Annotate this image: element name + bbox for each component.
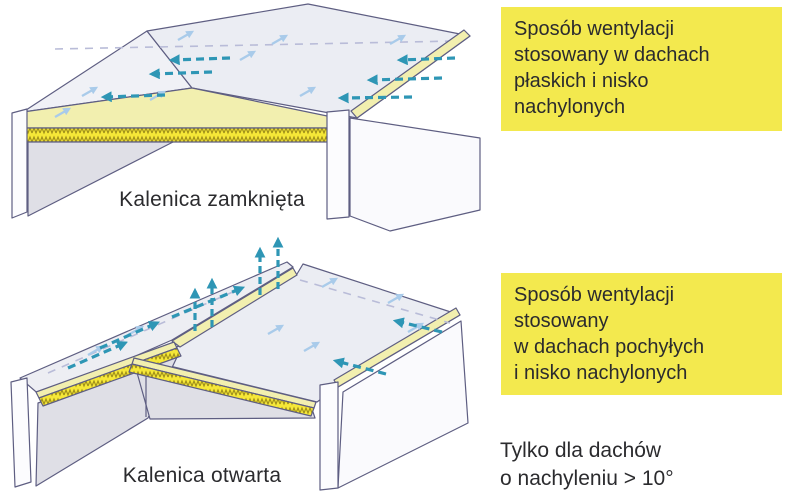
right-wall (349, 117, 481, 232)
support-pillar (10, 377, 32, 488)
caption-closed-ridge: Kalenica zamknięta (119, 188, 305, 211)
ridge-vent-slot (171, 267, 298, 348)
interior-wall (27, 141, 174, 217)
airflow-marks-light-blue (87, 277, 425, 357)
support-column (326, 109, 350, 220)
airflow-marks-light-blue (54, 30, 407, 119)
note-flat-roofs: Sposób wentylacji stosowany w dachach pł… (501, 7, 782, 131)
caption-open-ridge: Kalenica otwarta (122, 464, 282, 487)
insulation-layer-right (128, 363, 315, 417)
note-min-slope: Tylko dla dachów o nachyleniu > 10° (500, 439, 674, 490)
ridge-exhaust-arrows (189, 236, 284, 331)
support-pillar (11, 108, 28, 219)
hidden-edge-lines (47, 279, 451, 374)
hidden-ridge-line (54, 40, 457, 50)
airflow-arrows-teal (67, 285, 443, 376)
note-pitched-roofs: Sposób wentylacji stosowany w dachach po… (501, 273, 782, 395)
right-wall (337, 320, 469, 489)
support-column (319, 381, 339, 491)
insulation-layer (23, 127, 333, 143)
airflow-arrows-teal (100, 54, 456, 104)
open-ridge-diagram (10, 236, 469, 491)
closed-ridge-diagram (11, 3, 481, 232)
